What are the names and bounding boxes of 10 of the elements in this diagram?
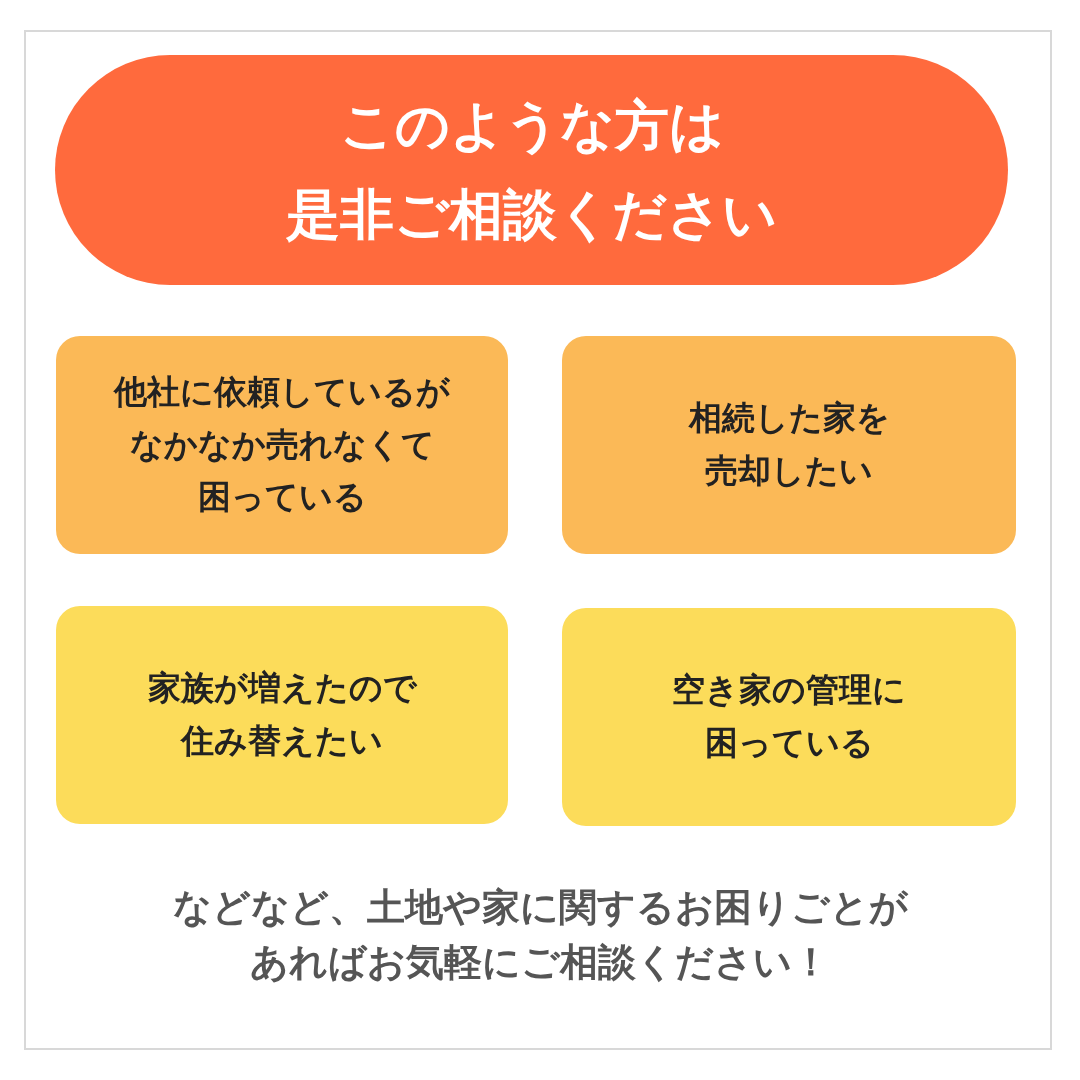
- card-text: 家族が増えたので住み替えたい: [147, 667, 417, 762]
- heading-text: このような方は是非ご相談ください: [286, 92, 777, 248]
- case-card: [56, 336, 508, 554]
- case-card: [562, 608, 1016, 826]
- closing-note: などなど、土地や家に関するお困りごとがあればお気軽にご相談ください！: [171, 884, 909, 987]
- case-card: [56, 606, 508, 824]
- card-text: 他社に依頼しているがなかなか売れなくて困っている: [114, 370, 450, 519]
- case-card: [562, 336, 1016, 554]
- card-text: 空き家の管理に困っている: [672, 669, 906, 764]
- card-text: 相続した家を売却したい: [688, 397, 890, 492]
